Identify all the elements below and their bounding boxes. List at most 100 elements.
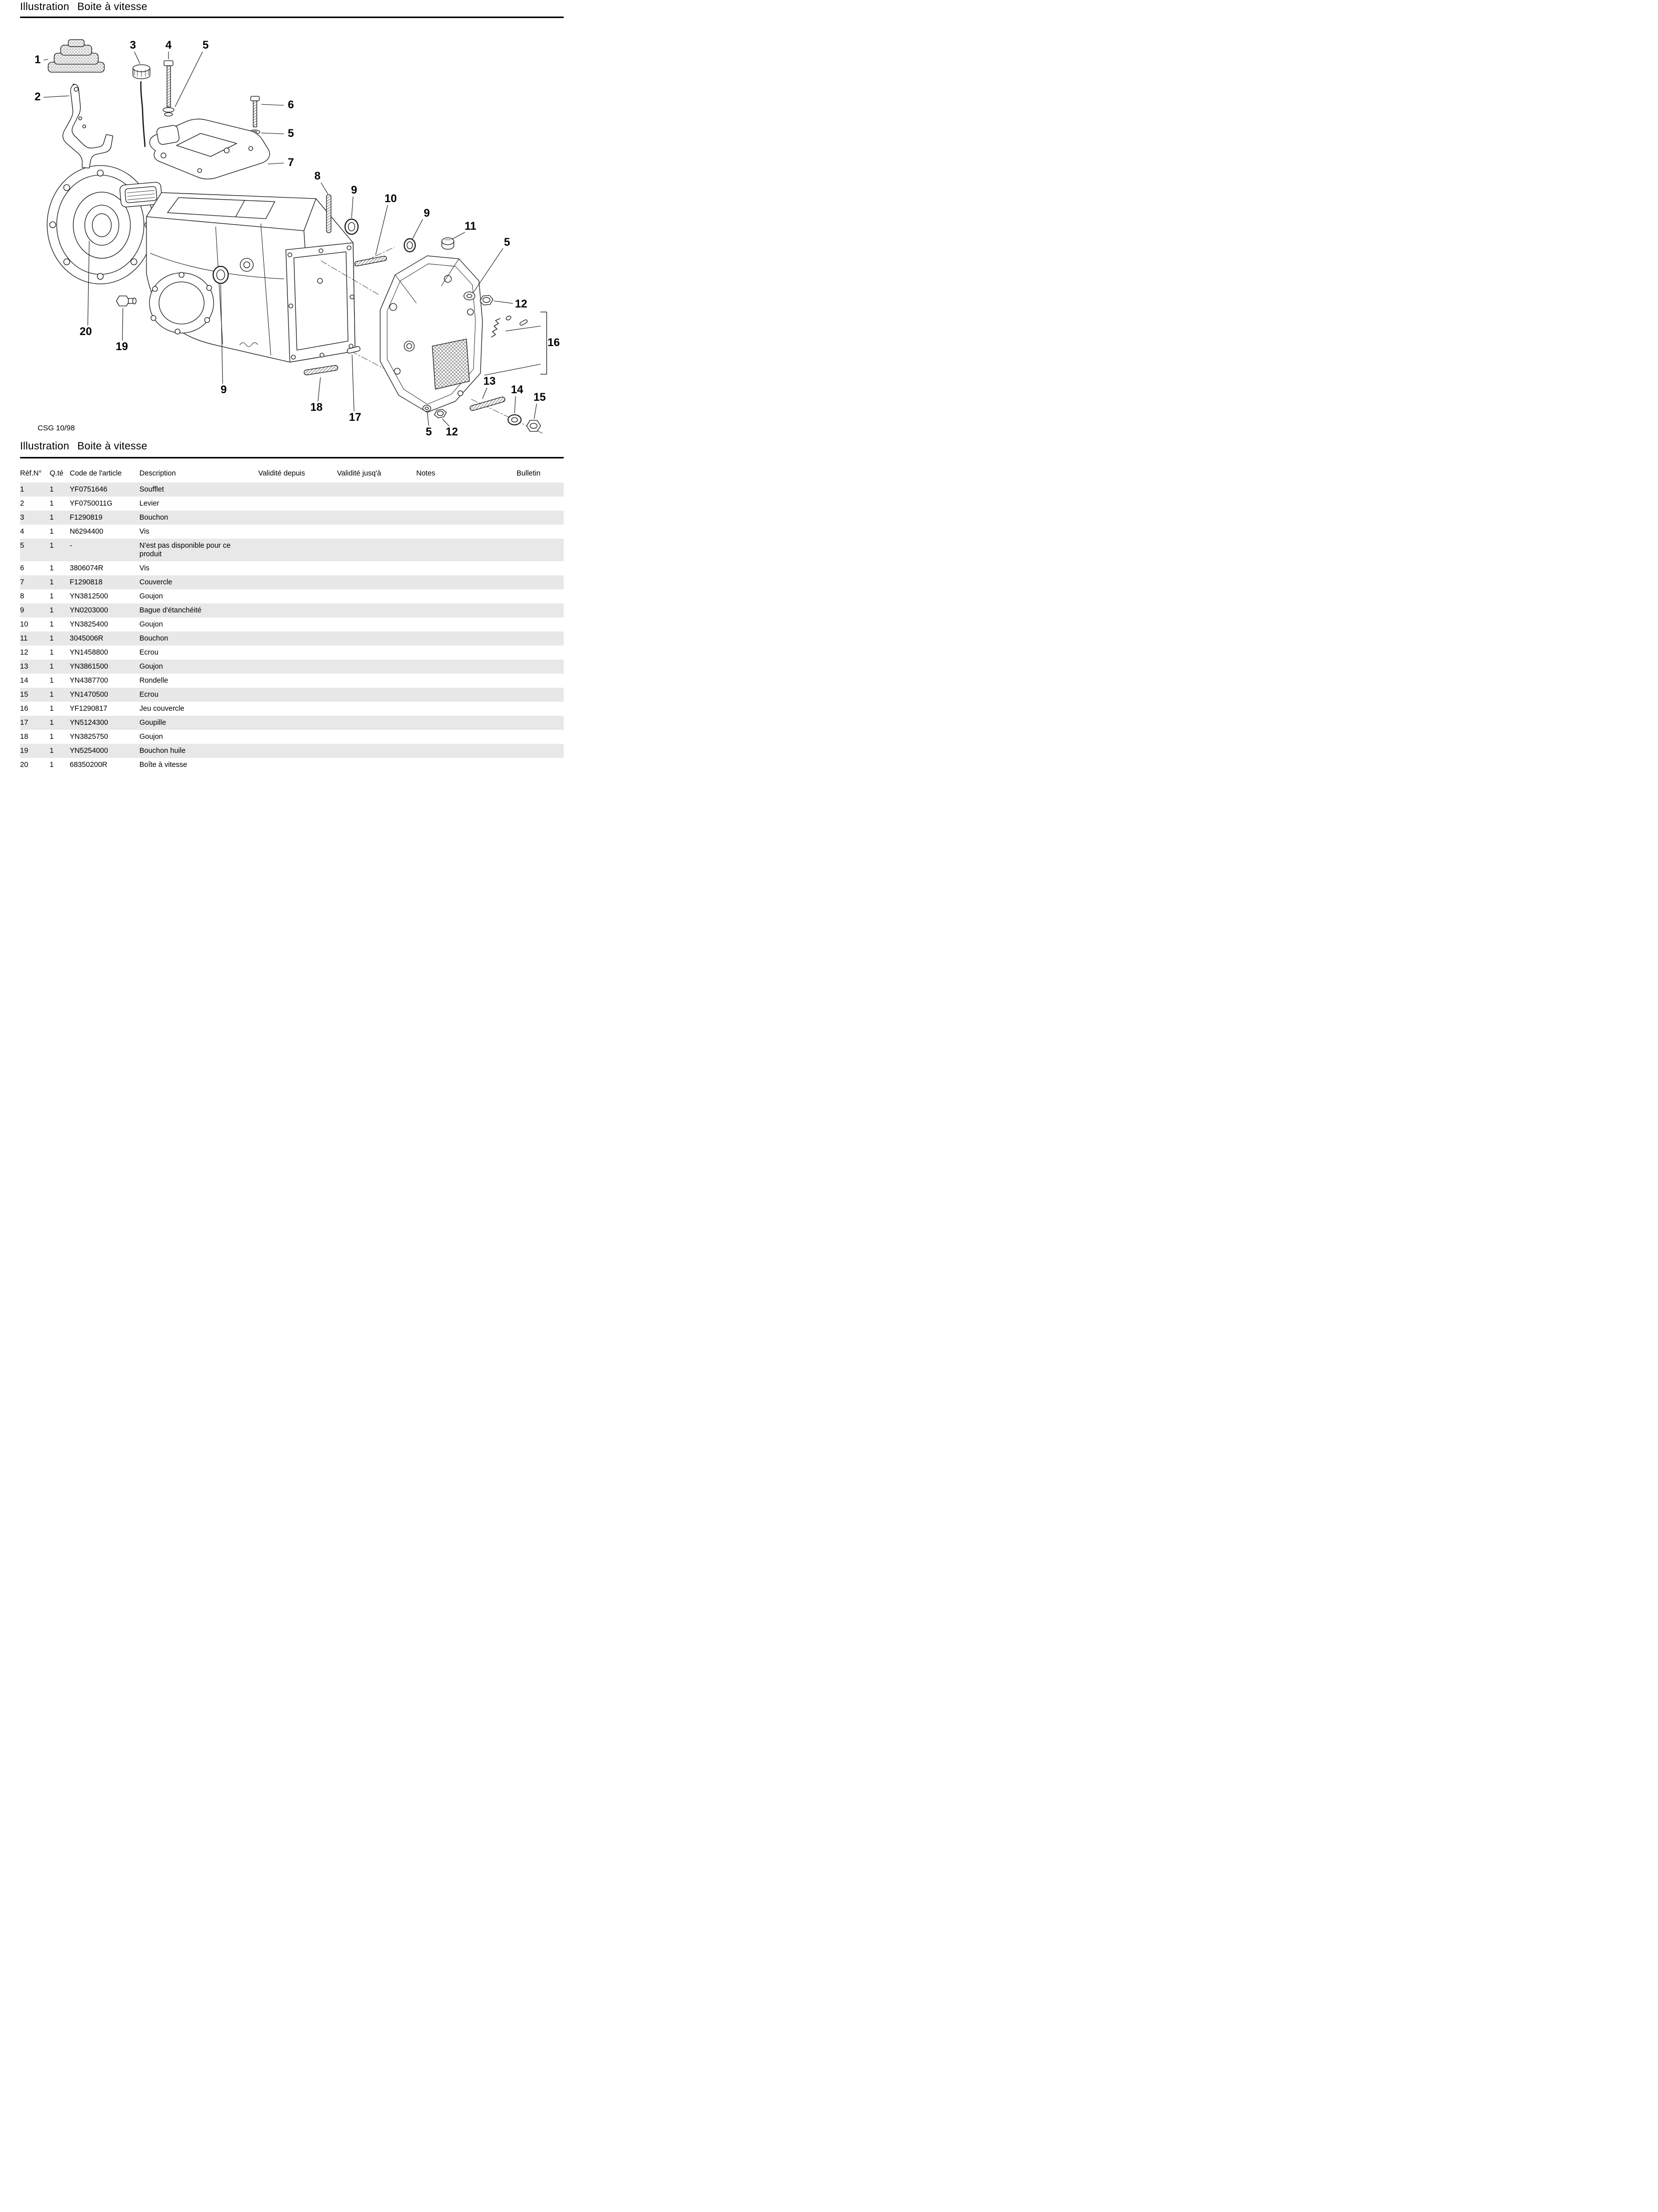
cell-valid-from: [258, 674, 337, 688]
cell-code: N6294400: [70, 527, 103, 536]
cell-valid-from: [258, 646, 337, 660]
callout-20[interactable]: 20: [80, 325, 92, 338]
callout-12[interactable]: 12: [446, 425, 458, 438]
cell-bulletin: [517, 603, 564, 617]
callout-13[interactable]: 13: [483, 375, 495, 387]
part-vis-6: [250, 96, 260, 127]
callout-14[interactable]: 14: [511, 383, 524, 396]
callout-5[interactable]: 5: [203, 39, 209, 51]
callout-4[interactable]: 4: [165, 39, 172, 51]
cell-qty: 1: [50, 662, 54, 671]
callout-5[interactable]: 5: [426, 425, 432, 438]
callout-5[interactable]: 5: [504, 236, 510, 248]
cell-description: Goupille: [139, 718, 167, 727]
cell-valid-to: [337, 744, 416, 758]
column-header-0: Réf.N°: [20, 469, 42, 478]
column-header-4: Validité depuis: [258, 469, 305, 478]
callout-3[interactable]: 3: [130, 39, 136, 51]
cell-ref: 8: [20, 592, 25, 600]
callout-18[interactable]: 18: [310, 401, 322, 413]
cell-ref: 11: [20, 634, 28, 643]
part-bague-9a: [344, 218, 359, 235]
cell-bulletin: [517, 702, 564, 716]
cell-valid-from: [258, 758, 337, 772]
cell-valid-from: [258, 561, 337, 575]
callout-1[interactable]: 1: [35, 53, 41, 66]
callout-7[interactable]: 7: [288, 156, 294, 169]
part-rear-cover: [380, 255, 483, 413]
cell-valid-from: [258, 575, 337, 589]
cell-valid-from: [258, 631, 337, 646]
callout-11[interactable]: 11: [464, 220, 476, 232]
callout-9[interactable]: 9: [424, 207, 430, 219]
cell-description: Soufflet: [139, 485, 164, 494]
cell-notes: [416, 716, 517, 730]
cell-ref: 16: [20, 704, 29, 713]
cell-bulletin: [517, 617, 564, 631]
cell-bulletin: [517, 688, 564, 702]
callout-16[interactable]: 16: [548, 336, 560, 349]
cell-valid-to: [337, 511, 416, 525]
title-rule: [20, 17, 564, 18]
callout-12[interactable]: 12: [515, 297, 527, 310]
cell-ref: 12: [20, 648, 29, 657]
cell-qty: 1: [50, 690, 54, 699]
cell-valid-from: [258, 525, 337, 539]
cell-valid-from: [258, 497, 337, 511]
cell-qty: 1: [50, 648, 54, 657]
callout-15[interactable]: 15: [534, 391, 546, 403]
cell-bulletin: [517, 525, 564, 539]
part-ecrou-12b: [434, 409, 447, 418]
cell-notes: [416, 744, 517, 758]
column-header-5: Validité jusq'à: [337, 469, 381, 478]
section-rule: [20, 457, 564, 458]
cell-description: Vis: [139, 527, 149, 536]
callout-6[interactable]: 6: [288, 98, 294, 111]
cell-bulletin: [517, 575, 564, 589]
callout-9[interactable]: 9: [221, 383, 227, 396]
callout-8[interactable]: 8: [314, 170, 320, 182]
cell-valid-from: [258, 603, 337, 617]
cell-code: YF0750011G: [70, 499, 113, 508]
callout-5[interactable]: 5: [288, 127, 294, 139]
cell-qty: 1: [50, 592, 54, 600]
callout-19[interactable]: 19: [116, 340, 128, 353]
callout-17[interactable]: 17: [349, 411, 361, 423]
column-header-3: Description: [139, 469, 176, 478]
callout-2[interactable]: 2: [35, 90, 41, 103]
column-header-7: Bulletin: [517, 469, 541, 478]
cell-description: Ecrou: [139, 690, 158, 699]
cell-ref: 3: [20, 513, 25, 522]
cell-code: YN4387700: [70, 676, 108, 685]
cell-ref: 20: [20, 760, 29, 769]
drawing-code: CSG 10/98: [38, 424, 75, 432]
cell-ref: 5: [20, 541, 25, 550]
callout-9[interactable]: 9: [351, 184, 357, 196]
callout-10[interactable]: 10: [385, 192, 397, 205]
cell-valid-from: [258, 617, 337, 631]
part-bell-housing: [47, 165, 154, 284]
cell-bulletin: [517, 511, 564, 525]
